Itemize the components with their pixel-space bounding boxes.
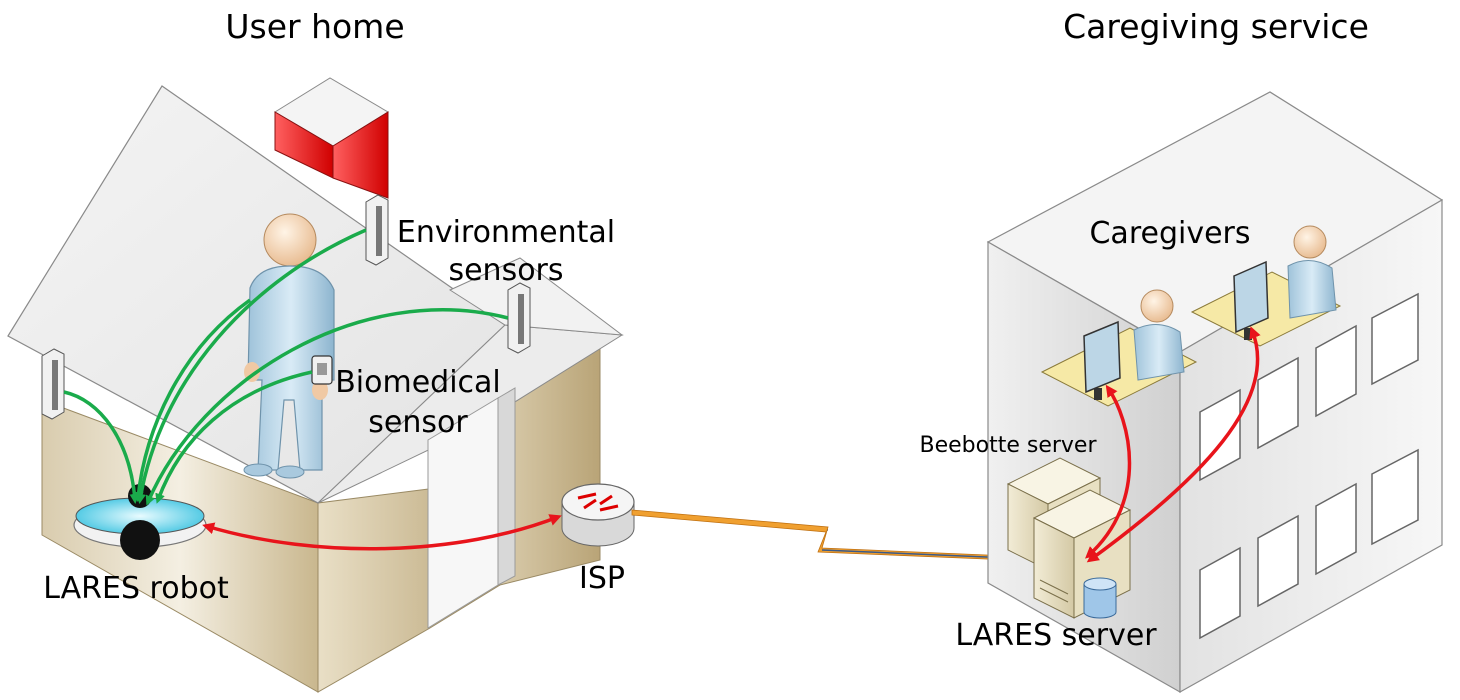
user-home-title: User home — [225, 7, 404, 46]
lares-server-label: LARES server — [955, 618, 1157, 653]
biomedical-sensor-label-line1: Biomedical — [335, 365, 501, 400]
environmental-sensor-wall — [507, 282, 531, 354]
caregiving-service-title: Caregiving service — [1063, 7, 1369, 46]
building-windows — [1199, 292, 1419, 640]
isp-label: ISP — [579, 561, 625, 596]
user-person — [243, 213, 335, 479]
server-caregiver2-link — [1086, 326, 1261, 563]
biomedical-sensor-label-line2: sensor — [368, 405, 468, 440]
beebotte-server-label: Beebotte server — [919, 433, 1097, 458]
biomedical-sensor-device — [311, 355, 333, 385]
environmental-sensors-label-line2: sensors — [448, 253, 563, 288]
wireless-links — [63, 228, 509, 506]
environmental-sensor-roof — [365, 194, 389, 266]
lares-robot-label: LARES robot — [43, 571, 229, 606]
caregivers-label: Caregivers — [1089, 216, 1250, 251]
database-icon — [1083, 577, 1117, 619]
isp-router — [561, 483, 635, 547]
environmental-sensors-label-line1: Environmental — [397, 215, 615, 250]
wan-link — [631, 509, 1011, 561]
robot-isp-link — [202, 514, 562, 551]
environmental-sensor-left — [41, 348, 65, 420]
